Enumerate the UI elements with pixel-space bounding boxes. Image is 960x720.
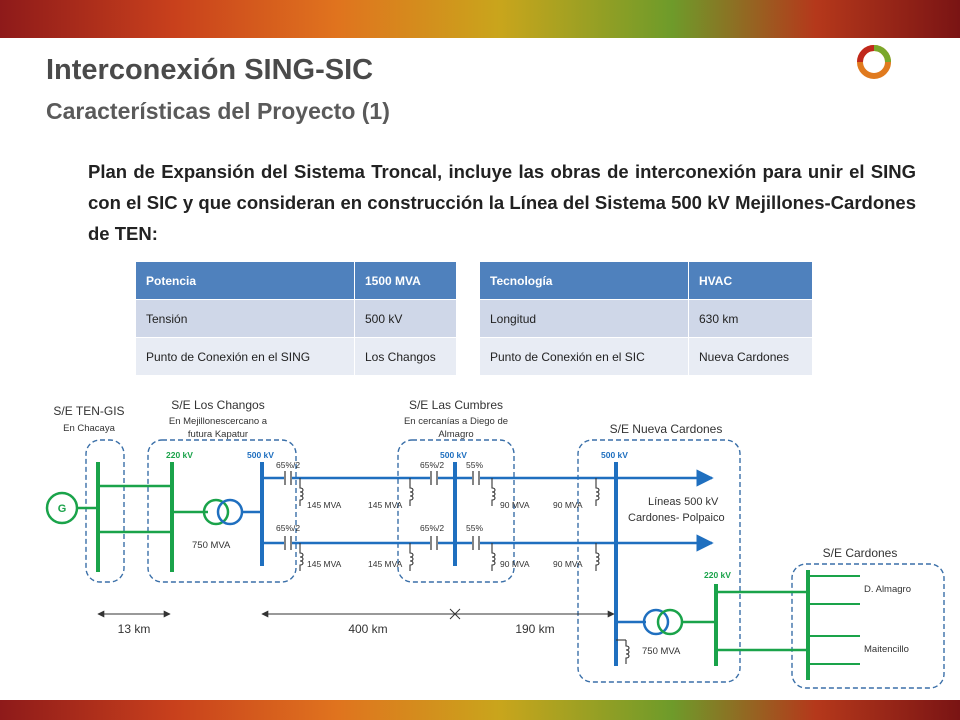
substation-name-cardones: S/E Cardones bbox=[823, 546, 898, 560]
transformer-icon bbox=[216, 498, 244, 526]
feeder-label-almagro: D. Almagro bbox=[864, 584, 911, 595]
outgoing-lines-label: Líneas 500 kV bbox=[648, 496, 719, 508]
transformer-label: 750 MVA bbox=[642, 646, 681, 657]
table-cell: Punto de Conexión en el SIC bbox=[480, 337, 689, 376]
intro-paragraph: Plan de Expansión del Sistema Troncal, i… bbox=[88, 161, 916, 244]
table-cell: Los Changos bbox=[354, 337, 456, 376]
table-cell: Nueva Cardones bbox=[688, 337, 812, 376]
table-row: Tensión 500 kV bbox=[136, 299, 456, 338]
series-comp-label: 65%/2 bbox=[420, 523, 444, 533]
table-row: Tecnología HVAC bbox=[480, 262, 812, 300]
reactor-label: 90 MVA bbox=[500, 559, 530, 569]
page-subtitle: Características del Proyecto (1) bbox=[46, 98, 390, 124]
page-title: Interconexión SING-SIC bbox=[46, 54, 374, 86]
table-row: Potencia 1500 MVA bbox=[136, 262, 456, 300]
series-comp-label: 65%/2 bbox=[276, 460, 300, 470]
table-row: Punto de Conexión en el SING Los Changos bbox=[136, 337, 456, 376]
reactor-label: 90 MVA bbox=[553, 500, 583, 510]
logo-icon bbox=[857, 45, 891, 79]
voltage-label-220kv: 220 kV bbox=[166, 450, 193, 460]
distance-label-13km: 13 km bbox=[118, 622, 151, 636]
voltage-label-500kv: 500 kV bbox=[247, 450, 274, 460]
transformer-label: 750 MVA bbox=[192, 540, 231, 551]
voltage-label-500kv: 500 kV bbox=[601, 450, 628, 460]
substation-location-las-cumbres-1: En cercanías a Diego de bbox=[404, 416, 508, 427]
spec-table-right: Tecnología HVAC Longitud 630 km Punto de… bbox=[480, 262, 812, 376]
table-cell: 630 km bbox=[688, 299, 812, 338]
voltage-label-500kv: 500 kV bbox=[440, 450, 467, 460]
generator-label: G bbox=[58, 503, 67, 515]
transformer-icon bbox=[202, 498, 230, 526]
substation-name-las-cumbres: S/E Las Cumbres bbox=[409, 398, 503, 412]
reactor-label: 145 MVA bbox=[307, 500, 342, 510]
distance-label-400km: 400 km bbox=[348, 622, 387, 636]
table-row: Longitud 630 km bbox=[480, 299, 812, 338]
substation-box-las-cumbres bbox=[397, 439, 515, 583]
outgoing-lines-label: Cardones- Polpaico bbox=[628, 512, 725, 524]
table-cell: Punto de Conexión en el SING bbox=[136, 337, 355, 376]
substation-location-ten-gis: En Chacaya bbox=[63, 423, 115, 434]
table-cell: Potencia bbox=[136, 262, 355, 300]
substation-box-los-changos bbox=[147, 439, 297, 583]
substation-name-los-changos: S/E Los Changos bbox=[171, 398, 264, 412]
bottom-decorative-bar bbox=[0, 700, 960, 720]
reactor-label: 90 MVA bbox=[500, 500, 530, 510]
reactor-label: 145 MVA bbox=[307, 559, 342, 569]
substation-box-cardones bbox=[791, 563, 945, 689]
substation-name-ten-gis: S/E TEN-GIS bbox=[53, 404, 124, 418]
table-row: Punto de Conexión en el SIC Nueva Cardon… bbox=[480, 337, 812, 376]
voltage-label-220kv: 220 kV bbox=[704, 570, 731, 580]
generator-icon bbox=[45, 491, 79, 525]
substation-location-las-cumbres-2: Almagro bbox=[438, 429, 473, 440]
shunt-reactor bbox=[299, 478, 630, 664]
substation-location-los-changos-1: En Mejillonescercano a bbox=[169, 416, 268, 427]
table-cell: Longitud bbox=[480, 299, 689, 338]
transformer-icon bbox=[642, 608, 670, 636]
spec-table-left: Potencia 1500 MVA Tensión 500 kV Punto d… bbox=[136, 262, 456, 376]
series-comp-label: 65%/2 bbox=[276, 523, 300, 533]
top-decorative-bar bbox=[0, 0, 960, 38]
table-cell: Tecnología bbox=[480, 262, 689, 300]
distance-label-190km: 190 km bbox=[515, 622, 554, 636]
series-comp-label: 55% bbox=[466, 523, 483, 533]
substation-name-nueva-cardones: S/E Nueva Cardones bbox=[610, 422, 723, 436]
table-cell: Tensión bbox=[136, 299, 355, 338]
substation-box-nueva-cardones bbox=[577, 439, 741, 683]
reactor-label: 145 MVA bbox=[368, 559, 403, 569]
feeder-label-maitencillo: Maitencillo bbox=[864, 644, 909, 655]
table-cell: 1500 MVA bbox=[354, 262, 456, 300]
reactor-label: 90 MVA bbox=[553, 559, 583, 569]
table-cell: HVAC bbox=[688, 262, 812, 300]
table-cell: 500 kV bbox=[354, 299, 456, 338]
substation-box-ten-gis bbox=[85, 439, 125, 583]
transformer-icon bbox=[656, 608, 684, 636]
single-line-diagram: S/E TEN-GIS En Chacaya S/E Los Changos E… bbox=[45, 398, 945, 689]
reactor-label: 145 MVA bbox=[368, 500, 403, 510]
series-capacitor bbox=[284, 471, 480, 550]
substation-location-los-changos-2: futura Kapatur bbox=[188, 429, 248, 440]
series-comp-label: 55% bbox=[466, 460, 483, 470]
series-comp-label: 65%/2 bbox=[420, 460, 444, 470]
